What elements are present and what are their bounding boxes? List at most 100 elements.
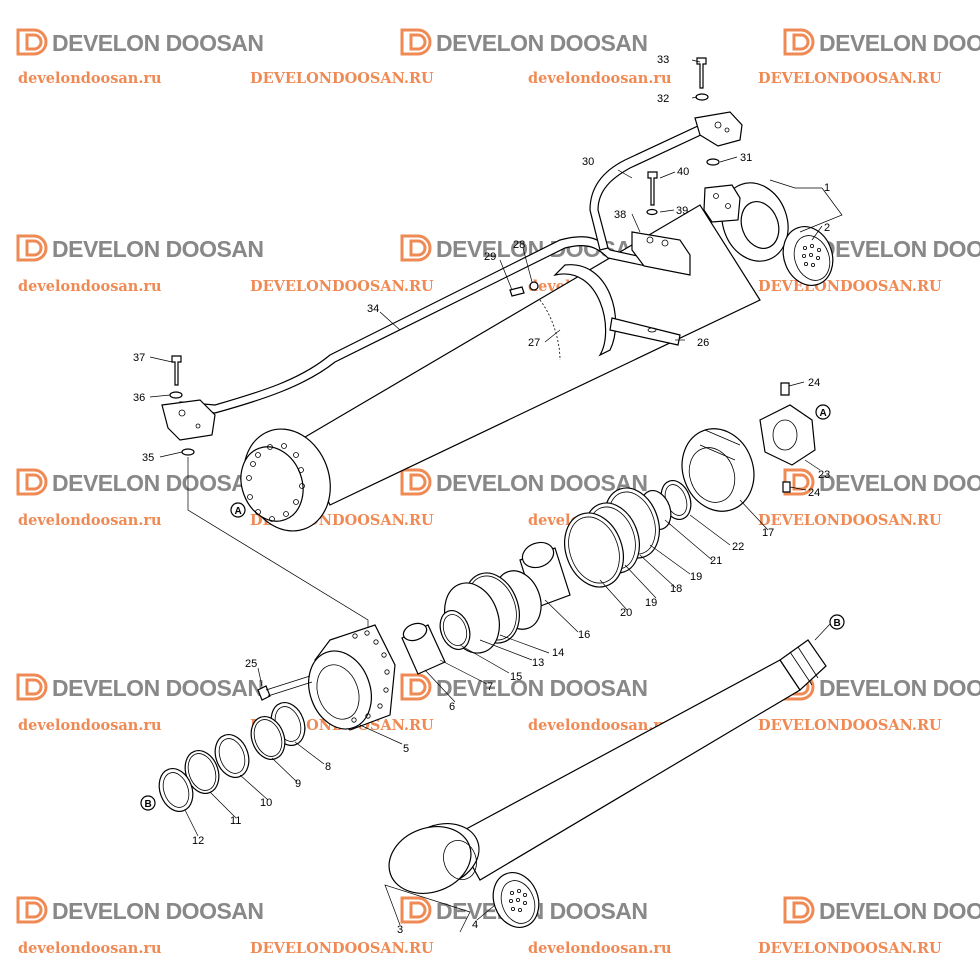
watermark-logo: DEVELON DOOSAN (400, 673, 648, 701)
svg-text:DEVELON DOOSAN: DEVELON DOOSAN (819, 675, 980, 701)
callout-22: 22 (732, 541, 744, 553)
watermark-url: develondoosan.ru (18, 278, 162, 295)
callout-13: 13 (532, 657, 544, 669)
watermark-url: develondoosan.ru (528, 940, 672, 957)
callout-28: 28 (513, 239, 525, 251)
svg-text:DEVELON DOOSAN: DEVELON DOOSAN (819, 236, 980, 262)
watermark-url: DEVELONDOOSAN.RU (758, 717, 942, 734)
reference-markers: A A B B (140, 404, 845, 811)
watermark-logo: DEVELON DOOSAN (16, 468, 264, 496)
callout-38: 38 (614, 209, 626, 221)
callout-4: 4 (472, 919, 478, 931)
callout-23: 23 (818, 469, 830, 481)
svg-text:DEVELON DOOSAN: DEVELON DOOSAN (819, 898, 980, 924)
watermark-url: DEVELONDOOSAN.RU (250, 940, 434, 957)
callout-40: 40 (677, 166, 689, 178)
svg-text:A: A (820, 408, 827, 419)
svg-text:DEVELON DOOSAN: DEVELON DOOSAN (436, 470, 648, 496)
watermark-logo: DEVELON DOOSAN (400, 28, 648, 56)
watermark-logo: DEVELON DOOSAN (16, 28, 264, 56)
svg-text:DEVELON DOOSAN: DEVELON DOOSAN (819, 470, 980, 496)
callout-21: 21 (710, 555, 722, 567)
svg-text:DEVELON DOOSAN: DEVELON DOOSAN (52, 675, 264, 701)
callout-12: 12 (192, 835, 204, 847)
svg-text:DEVELON DOOSAN: DEVELON DOOSAN (819, 30, 980, 56)
watermark-url: DEVELONDOOSAN.RU (758, 512, 942, 529)
watermark-logo: DEVELON DOOSAN (783, 468, 980, 496)
callout-1: 1 (824, 182, 830, 194)
rod-cover-assembly (158, 624, 396, 812)
svg-text:DEVELON DOOSAN: DEVELON DOOSAN (436, 675, 648, 701)
watermark-url: develondoosan.ru (18, 512, 162, 529)
callout-31: 31 (740, 152, 752, 164)
watermark-url: DEVELONDOOSAN.RU (758, 940, 942, 957)
piston-seal-assembly (401, 382, 816, 675)
callout-34: 34 (367, 303, 379, 315)
bushing-grease-holes (508, 889, 528, 913)
watermark-url: develondoosan.ru (18, 940, 162, 957)
callout-3: 3 (397, 924, 403, 936)
leader-lines (149, 59, 843, 933)
svg-text:DEVELON DOOSAN: DEVELON DOOSAN (436, 30, 648, 56)
callout-24: 24 (808, 377, 820, 389)
callout-19: 19 (690, 571, 702, 583)
callout-5: 5 (403, 743, 409, 755)
callout-11: 11 (230, 815, 241, 827)
svg-text:DEVELON DOOSAN: DEVELON DOOSAN (52, 898, 264, 924)
watermark-url: DEVELONDOOSAN.RU (758, 278, 942, 295)
flange-bolt-holes (246, 443, 305, 522)
watermark-logo: DEVELON DOOSAN (783, 896, 980, 924)
callout-10: 10 (260, 797, 272, 809)
callout-25: 25 (245, 658, 257, 670)
svg-text:DEVELON DOOSAN: DEVELON DOOSAN (52, 236, 264, 262)
callout-6: 6 (449, 701, 455, 713)
callout-8: 8 (325, 761, 331, 773)
callout-2: 2 (824, 222, 830, 234)
callout-27: 27 (528, 337, 540, 349)
callout-30: 30 (582, 156, 594, 168)
svg-text:A: A (235, 506, 242, 517)
callout-14: 14 (552, 647, 564, 659)
ref-b-marker: B (140, 795, 156, 811)
watermark-url: develondoosan.ru (18, 717, 162, 734)
callout-33: 33 (657, 54, 669, 66)
callout-26: 26 (697, 337, 709, 349)
watermark-logo: DEVELON DOOSAN (16, 896, 264, 924)
callout-18: 18 (670, 583, 682, 595)
svg-text:B: B (145, 799, 152, 810)
watermark-url: develondoosan.ru (528, 70, 672, 87)
callout-9: 9 (295, 778, 301, 790)
callout-7: 7 (487, 681, 493, 693)
callout-19b: 19 (645, 597, 657, 609)
piston-rod-assembly (388, 639, 827, 928)
callout-29: 29 (484, 251, 496, 263)
watermark-url: DEVELONDOOSAN.RU (250, 70, 434, 87)
watermark-url: DEVELONDOOSAN.RU (758, 70, 942, 87)
callout-labels: 1 2 3 4 5 6 7 8 9 10 11 12 13 14 15 16 1… (133, 54, 830, 936)
ref-a-marker: A (815, 404, 831, 420)
watermark-logo: DEVELON DOOSAN (16, 673, 264, 701)
watermark-logo: DEVELON DOOSAN (400, 896, 648, 924)
callout-15: 15 (510, 671, 522, 683)
ref-a-marker: A (230, 502, 246, 518)
watermark-url: develondoosan.ru (528, 717, 672, 734)
bushing-grease-holes (802, 243, 822, 267)
cylinder-tube-assembly (161, 57, 834, 532)
callout-20: 20 (620, 607, 632, 619)
callout-36: 36 (133, 392, 145, 404)
watermark-logo: DEVELON DOOSAN (16, 234, 264, 262)
svg-text:DEVELON DOOSAN: DEVELON DOOSAN (52, 30, 264, 56)
callout-24b: 24 (808, 487, 820, 499)
callout-16: 16 (578, 629, 590, 641)
callout-39: 39 (676, 205, 688, 217)
svg-text:DEVELON DOOSAN: DEVELON DOOSAN (52, 470, 264, 496)
callout-35: 35 (142, 452, 154, 464)
watermark-logo: DEVELON DOOSAN (783, 28, 980, 56)
watermark-logo: DEVELON DOOSAN (400, 468, 648, 496)
callout-37: 37 (133, 352, 145, 364)
svg-text:DEVELON DOOSAN: DEVELON DOOSAN (436, 898, 648, 924)
svg-text:B: B (834, 618, 841, 629)
callout-17: 17 (762, 527, 774, 539)
